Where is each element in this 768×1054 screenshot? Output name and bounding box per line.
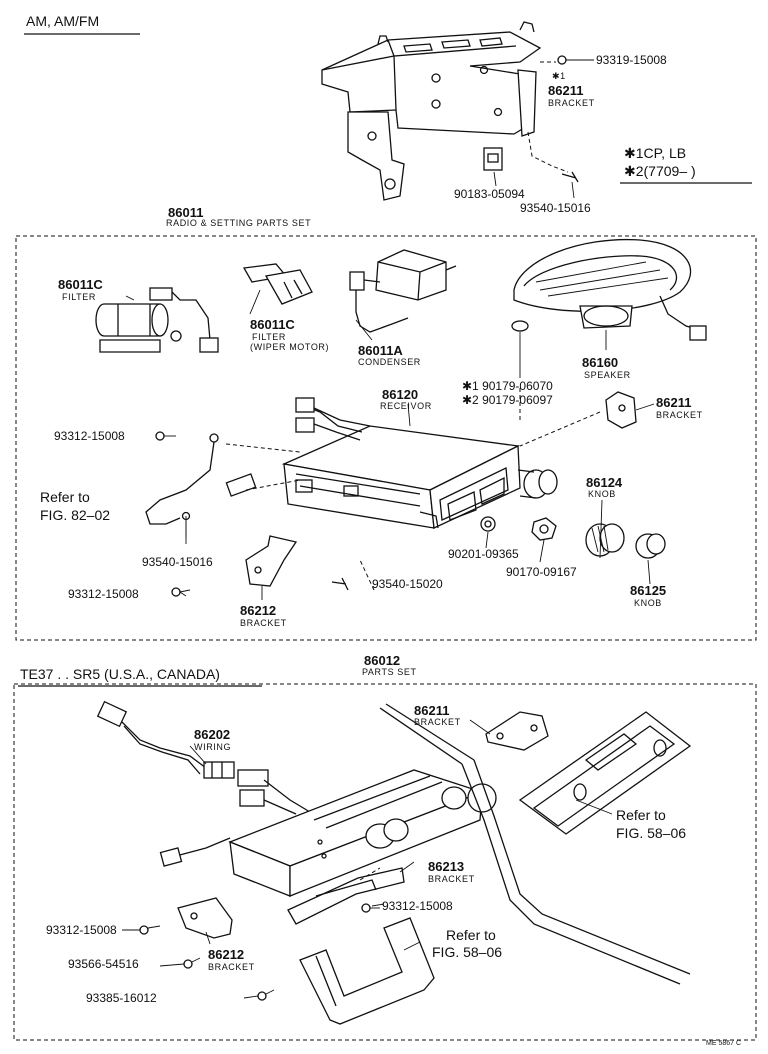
note-2: ✱2(7709– ) xyxy=(624,163,696,179)
refer-to-label-b: Refer to xyxy=(446,927,496,943)
part-86211-top: 86211 xyxy=(548,83,584,98)
bracket-86212-set2-name: BRACKET xyxy=(208,962,255,972)
screw-93319 xyxy=(557,55,594,65)
set-86012-name: PARTS SET xyxy=(362,667,417,677)
star-mark: ✱1 xyxy=(552,71,566,81)
bracket-86211-set2 xyxy=(485,711,549,751)
wiring-harness-component xyxy=(96,700,311,815)
set-86012-number: 86012 xyxy=(364,653,401,668)
part-93540-top: 93540-15016 xyxy=(520,201,591,215)
washer-90201 xyxy=(480,516,496,532)
wiper-filter-sub: (WIPER MOTOR) xyxy=(250,342,330,352)
bracket-86212-number: 86212 xyxy=(240,603,277,618)
receiver-name: RECEIVOR xyxy=(380,401,432,411)
bolt-93312-c xyxy=(139,925,161,935)
bracket-label-top: BRACKET xyxy=(548,98,595,108)
set-86011-name: RADIO & SETTING PARTS SET xyxy=(166,218,312,228)
set-86011-box xyxy=(15,235,757,641)
filter-component xyxy=(95,287,219,353)
console-outline xyxy=(379,703,691,985)
bracket-86211-set2-name: BRACKET xyxy=(414,717,461,727)
bolt-93312-d-label: 93312-15008 xyxy=(382,899,453,913)
screw-93566-label: 93566-54516 xyxy=(68,957,139,971)
bolt-93385 xyxy=(257,989,275,1001)
section-title-te37: TE37 . . SR5 (U.S.A., CANADA) xyxy=(20,666,220,682)
knob-86125 xyxy=(635,533,666,559)
set-86012-box xyxy=(13,683,757,1041)
bracket-86212-set2 xyxy=(177,897,233,939)
screw-93540-c-label: 93540-15020 xyxy=(372,577,443,591)
bolt-93312-a xyxy=(155,431,176,441)
bolt-93312-c-label: 93312-15008 xyxy=(46,923,117,937)
section-title-am: AM, AM/FM xyxy=(26,13,100,29)
receiver-component xyxy=(281,397,558,529)
screw-93540-c xyxy=(331,577,349,591)
wiper-filter-component xyxy=(242,263,313,305)
condenser-number: 86011A xyxy=(358,343,403,358)
wiper-filter-name: FILTER xyxy=(252,332,286,342)
bolt-93312-b-label: 93312-15008 xyxy=(68,587,139,601)
wiring-name: WIRING xyxy=(194,742,232,752)
screw-93540-top xyxy=(561,171,579,183)
ground-wire xyxy=(145,433,257,525)
receiver-number: 86120 xyxy=(382,387,419,402)
screw-93540-label: 93540-15016 xyxy=(142,555,213,569)
knob-86124-name: KNOB xyxy=(588,489,616,499)
speaker-component xyxy=(513,238,707,341)
bolt-93385-label: 93385-16012 xyxy=(86,991,157,1005)
bracket-86213-number: 86213 xyxy=(428,859,465,874)
clip-part-1: ✱1 90179-06070 xyxy=(462,379,553,393)
nut-90170 xyxy=(531,517,557,541)
speaker-name: SPEAKER xyxy=(584,370,631,380)
nut-label: 90170-09167 xyxy=(506,565,577,579)
knob-86125-name: KNOB xyxy=(634,598,662,608)
knob-86125-number: 86125 xyxy=(630,583,667,598)
clip-90179 xyxy=(511,320,529,378)
washer-label: 90201-09365 xyxy=(448,547,519,561)
filter-name: FILTER xyxy=(62,292,96,302)
bracket-86212-set1 xyxy=(245,535,298,587)
mounting-bracket-top xyxy=(321,21,542,201)
radio-unit-set2 xyxy=(159,769,497,897)
fig-58-06-a: FIG. 58–06 xyxy=(616,825,687,841)
bracket-86211-right xyxy=(605,391,637,429)
refer-to-label: Refer to xyxy=(40,489,90,505)
bracket-86211-set2-number: 86211 xyxy=(414,703,450,718)
bracket-86213 xyxy=(287,867,405,925)
bracket-86211-name: BRACKET xyxy=(656,410,703,420)
u-bracket xyxy=(299,917,435,1025)
bracket-86212-name: BRACKET xyxy=(240,618,287,628)
speaker-number: 86160 xyxy=(582,355,619,370)
part-90183: 90183-05094 xyxy=(454,187,525,201)
refer-to-label-a: Refer to xyxy=(616,807,666,823)
dash-panel-face xyxy=(518,711,692,835)
fig-58-06-b: FIG. 58–06 xyxy=(432,944,503,960)
fig-82-02-label: FIG. 82–02 xyxy=(40,507,111,523)
note-1: ✱1CP, LB xyxy=(624,145,687,161)
filter-number: 86011C xyxy=(58,277,103,292)
part-93319: 93319-15008 xyxy=(596,53,667,67)
clip-part-2: ✱2 90179-06097 xyxy=(462,393,553,407)
bolt-93312-b xyxy=(171,587,191,597)
condenser-name: CONDENSER xyxy=(358,357,421,367)
screw-93566 xyxy=(183,957,201,969)
bracket-86212-set2-number: 86212 xyxy=(208,947,245,962)
clip-90183 xyxy=(483,147,503,171)
wiper-filter-number: 86011C xyxy=(250,317,295,332)
bracket-86211-number: 86211 xyxy=(656,395,692,410)
diagram-code: ME 5867 C xyxy=(706,1040,742,1047)
set-86011-number: 86011 xyxy=(168,205,204,220)
bracket-86213-name: BRACKET xyxy=(428,874,475,884)
condenser-component xyxy=(349,249,457,333)
knob-86124-number: 86124 xyxy=(586,475,623,490)
knob-86124 xyxy=(585,523,625,557)
bolt-93312-a-label: 93312-15008 xyxy=(54,429,125,443)
wiring-number: 86202 xyxy=(194,727,231,742)
bolt-93312-d xyxy=(361,903,380,913)
